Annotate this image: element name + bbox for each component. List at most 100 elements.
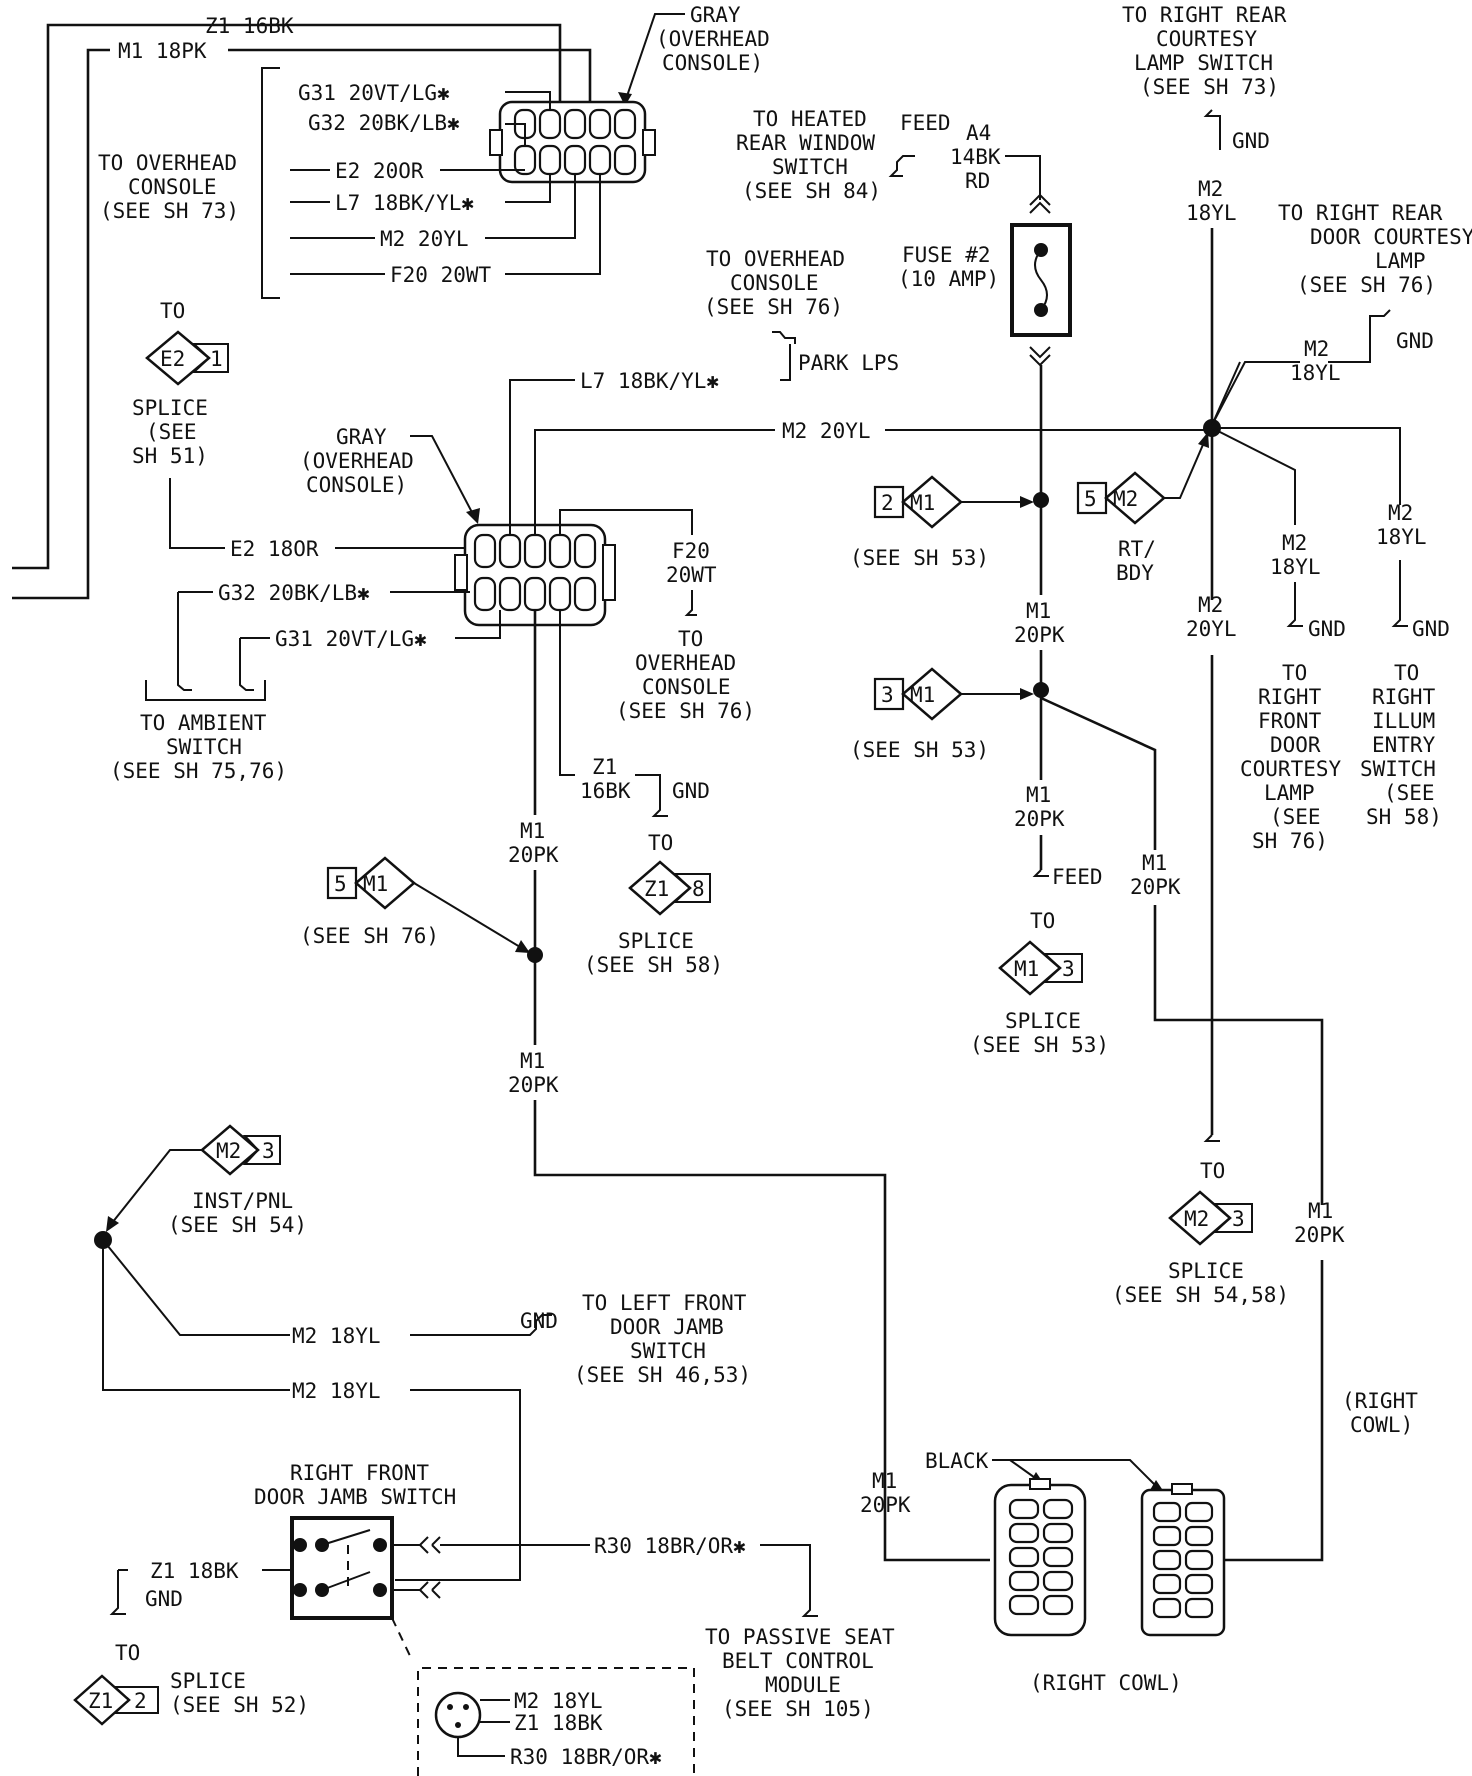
- lf-switch-4: (SEE SH 46,53): [574, 1363, 751, 1387]
- illum-5: SWITCH: [1360, 757, 1436, 781]
- rt-conn-id: M2: [1113, 487, 1138, 511]
- m2-rr-1: M2: [1304, 337, 1329, 361]
- rf-lamp-7: (SEE: [1270, 805, 1321, 829]
- rf-lamp-8: SH 76): [1252, 829, 1328, 853]
- mid-g32-wire: G32 20BK/LB✱: [218, 581, 370, 605]
- top-overhead-connector: GRAY (OVERHEAD CONSOLE) TO OVERHEAD CONS…: [98, 3, 770, 299]
- inst-1: INST/PNL: [192, 1189, 293, 1213]
- m1-c-to: TO: [1030, 909, 1055, 933]
- m1-c-w1b: 20PK: [1014, 623, 1065, 647]
- rf-lamp-4: DOOR: [1270, 733, 1321, 757]
- heated-fuse-group: TO HEATED REAR WINDOW SWITCH (SEE SH 84)…: [736, 107, 1072, 367]
- m2-c-1: M2: [1198, 593, 1223, 617]
- m2-a-gnd: GND: [1308, 617, 1346, 641]
- z1-gnd: GND: [672, 779, 710, 803]
- passive-3: MODULE: [765, 1673, 841, 1697]
- passive-4: (SEE SH 105): [722, 1697, 874, 1721]
- m1-cowl-1: M1: [872, 1469, 897, 1493]
- heated-14bk: 14BK: [950, 145, 1001, 169]
- bl-conn-id: M2: [216, 1139, 241, 1163]
- m2-c-2: 20YL: [1186, 617, 1237, 641]
- e2-splice-group: TO E2 1 SPLICE (SEE SH 51) E2 18OR: [132, 299, 470, 561]
- mid-conn-label-2: (OVERHEAD: [300, 449, 414, 473]
- bl-gnd: GND: [520, 1309, 558, 1333]
- bl-splice-1: SPLICE: [170, 1669, 246, 1693]
- m1-c1-see: (SEE SH 53): [850, 546, 989, 570]
- illum-4: ENTRY: [1372, 733, 1436, 757]
- passive-1: TO PASSIVE SEAT: [705, 1625, 895, 1649]
- r30-wire: R30 18BR/OR✱: [594, 1534, 746, 1558]
- bl-splice-2: (SEE SH 52): [170, 1693, 309, 1717]
- park-label-1: TO OVERHEAD: [706, 247, 845, 271]
- top-conn-label-2: (OVERHEAD: [656, 27, 770, 51]
- m2-b-gnd: GND: [1412, 617, 1450, 641]
- heated-2: REAR WINDOW: [736, 131, 875, 155]
- mid-m2-wire: M2 20YL: [782, 419, 871, 443]
- rf-lamp-1: TO: [1282, 661, 1307, 685]
- m1-c-splice-id: M1: [1014, 957, 1039, 981]
- m1-c-w1a: M1: [1026, 599, 1051, 623]
- m1-right-2: 20PK: [1294, 1223, 1345, 1247]
- m1-18pk-label: M1 18PK: [118, 39, 207, 63]
- z1-num: 8: [692, 877, 705, 901]
- z1-wire-2: 16BK: [580, 779, 631, 803]
- mid-e2-wire: E2 18OR: [230, 537, 319, 561]
- illum-2: RIGHT: [1372, 685, 1436, 709]
- rf-lamp-2: RIGHT: [1258, 685, 1322, 709]
- mid-f20-to-1: TO: [678, 627, 703, 651]
- m1-left-b1: M1: [520, 1049, 545, 1073]
- m1-c-feed: FEED: [1052, 865, 1103, 889]
- rr-door-2: DOOR COURTESY: [1310, 225, 1472, 249]
- z1-m1-long-wires: Z1 16BK M1 18PK: [12, 14, 592, 600]
- m2-b-2: 18YL: [1376, 525, 1427, 549]
- top-g32: G32 20BK/LB✱: [308, 111, 460, 135]
- top-e2: E2 20OR: [335, 159, 424, 183]
- m1-right-1: M1: [1308, 1199, 1333, 1223]
- right-cowl-label: (RIGHT COWL): [1030, 1671, 1182, 1695]
- top-group-label-3: (SEE SH 73): [100, 199, 239, 223]
- rf-lamp-6: LAMP: [1264, 781, 1315, 805]
- mid-f20-to-3: CONSOLE: [642, 675, 731, 699]
- rr-switch-1: TO RIGHT REAR: [1122, 3, 1287, 27]
- mid-g31-wire: G31 20VT/LG✱: [275, 627, 427, 651]
- m2-splice-to: TO: [1200, 1159, 1225, 1183]
- illum-3: ILLUM: [1372, 709, 1435, 733]
- mid-f20-to-4: (SEE SH 76): [616, 699, 755, 723]
- m2-top-1: M2: [1198, 177, 1223, 201]
- top-group-label-1: TO OVERHEAD: [98, 151, 237, 175]
- mid-overhead-connector: GRAY (OVERHEAD CONSOLE) L7 18BK/YL✱ M2 2…: [110, 344, 1215, 783]
- rr-switch-4: (SEE SH 73): [1140, 75, 1279, 99]
- rt-bdy-1: RT/: [1118, 537, 1156, 561]
- heated-a4: A4: [966, 121, 991, 145]
- park-lps-group: TO OVERHEAD CONSOLE (SEE SH 76) PARK LPS: [704, 247, 899, 375]
- z1-splice-1: SPLICE: [618, 929, 694, 953]
- top-conn-label-3: CONSOLE): [662, 51, 763, 75]
- m1-c1-num: 2: [881, 491, 894, 515]
- bl-m2-1: M2 18YL: [292, 1324, 381, 1348]
- top-f20: F20 20WT: [390, 263, 492, 287]
- illum-7: SH 58): [1366, 805, 1442, 829]
- top-l7: L7 18BK/YL✱: [335, 191, 474, 215]
- illum-6: (SEE: [1384, 781, 1435, 805]
- m1-c-w3a: M1: [1142, 851, 1167, 875]
- mid-conn-label-1: GRAY: [336, 425, 387, 449]
- e2-num: 1: [210, 347, 223, 371]
- m1-c-w3b: 20PK: [1130, 875, 1181, 899]
- bottom-left-group: M2 3 INST/PNL (SEE SH 54) M2 18YL GND TO…: [73, 1124, 895, 1776]
- z1-wire-1: Z1: [592, 755, 617, 779]
- rf-lamp-3: FRONT: [1258, 709, 1322, 733]
- e2-to: TO: [160, 299, 185, 323]
- m1-c1-id: M1: [910, 491, 935, 515]
- heated-feed: FEED: [900, 111, 951, 135]
- black-label: BLACK: [925, 1449, 989, 1473]
- z1-16bk-label: Z1 16BK: [205, 14, 294, 38]
- mid-conn-label-3: CONSOLE): [306, 473, 407, 497]
- mid-f20-1: F20: [672, 539, 710, 563]
- right-m2-group: TO RIGHT REAR COURTESY LAMP SWITCH (SEE …: [1076, 3, 1472, 1437]
- heated-4: (SEE SH 84): [742, 179, 881, 203]
- m2-a-1: M2: [1282, 531, 1307, 555]
- m1-c-w2b: 20PK: [1014, 807, 1065, 831]
- rr-door-1: TO RIGHT REAR: [1278, 201, 1443, 225]
- m1-left-a1: M1: [520, 819, 545, 843]
